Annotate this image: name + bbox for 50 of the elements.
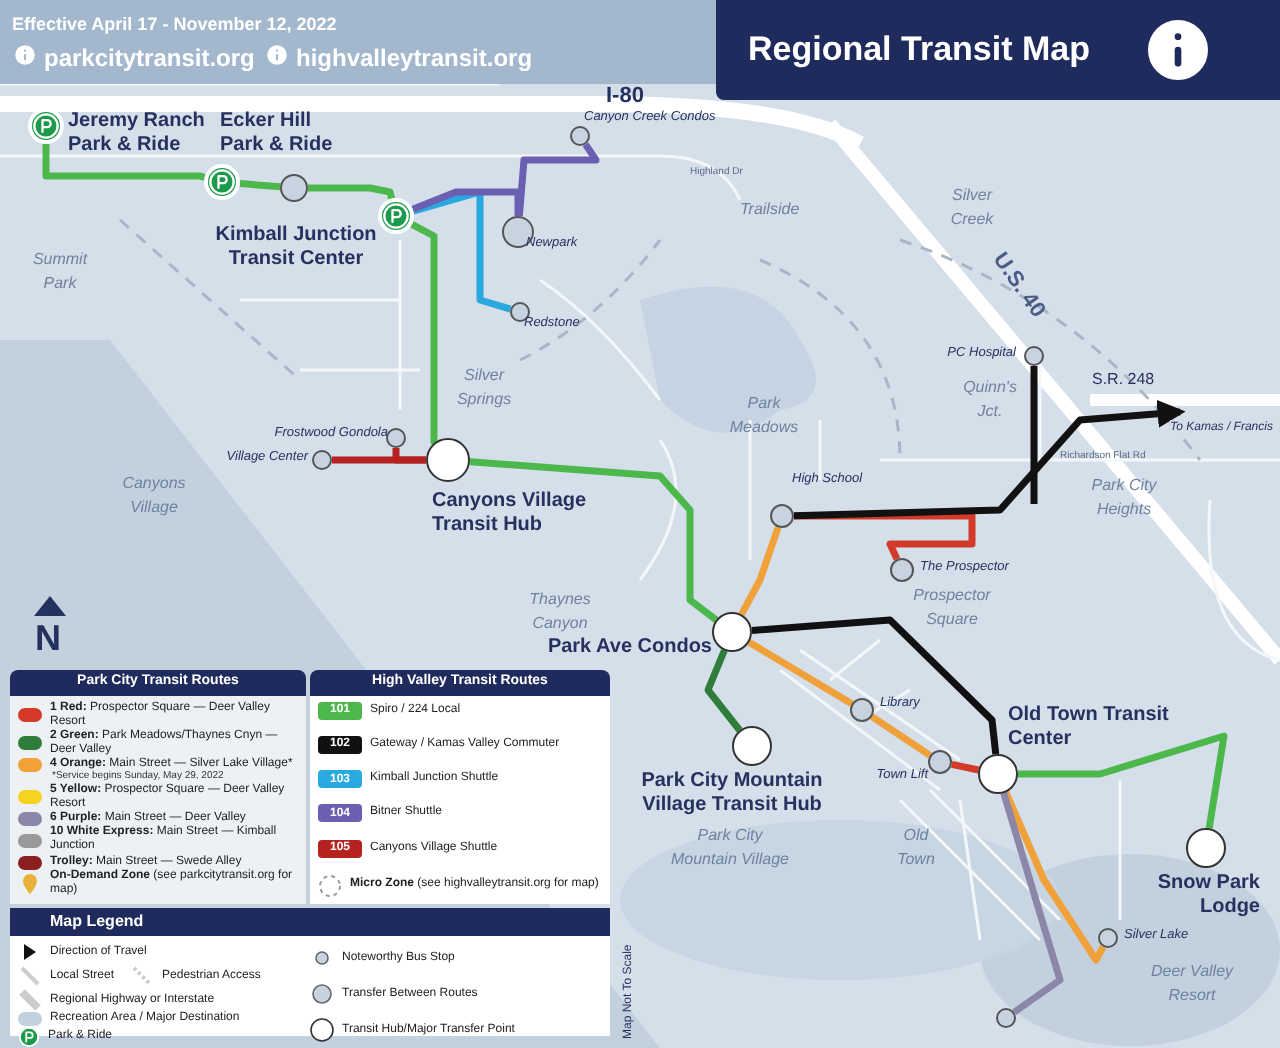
route-line <box>738 526 782 617</box>
hub-label: Kimball Junction Transit Center <box>213 224 379 272</box>
hub-label: Canyons Village Transit Hub <box>432 490 589 538</box>
map-title: Regional Transit Map <box>748 28 1090 73</box>
place-label: Park City Mountain Village <box>670 824 790 872</box>
route-line <box>704 649 743 733</box>
route-line <box>1018 732 1228 829</box>
web-address: parkcitytransit.org <box>44 42 257 76</box>
place-label: Thaynes Canyon <box>527 588 593 636</box>
route-line <box>1002 790 1107 964</box>
place-label: Prospector Square <box>911 584 993 632</box>
hub-label: Snow Park Lodge <box>1155 872 1260 920</box>
effective-date: Effective April 17 - November 12, 2022 <box>12 12 339 38</box>
route-line <box>951 761 980 774</box>
route-line <box>308 184 396 200</box>
route-line <box>411 188 522 216</box>
route-line <box>332 456 426 464</box>
place-label: Old Town <box>895 824 937 872</box>
hub-label: Jeremy Ranch Park & Ride <box>68 110 207 158</box>
route-line <box>42 144 206 181</box>
place-label: Quinn's Jct. <box>961 376 1019 424</box>
route-line <box>747 639 854 707</box>
route-line <box>1000 792 1064 1016</box>
route-line <box>412 188 512 313</box>
place-label: Silver Springs <box>454 364 514 412</box>
place-label: Silver Creek <box>948 184 996 232</box>
route-line <box>469 458 719 623</box>
place-label: Summit Park <box>30 248 90 296</box>
route-line <box>239 180 281 191</box>
place-label: I-80 <box>606 82 646 110</box>
place-label: Trailside <box>740 198 802 222</box>
place-label: S.R. 248 <box>1092 368 1157 392</box>
route-line <box>410 221 438 448</box>
route-line <box>515 142 600 217</box>
route-line <box>793 399 1186 520</box>
route-line <box>870 713 932 759</box>
web-address: highvalleytransit.org <box>296 42 535 76</box>
hub-label: Park City Mountain Village Transit Hub <box>639 770 825 818</box>
north-label: N <box>33 620 63 656</box>
hub-label: Old Town Transit Center <box>1008 704 1171 752</box>
place-label: Park City Heights <box>1089 474 1159 522</box>
route-line <box>794 512 976 561</box>
route-line <box>1030 366 1038 504</box>
place-label: Park Meadows <box>727 392 801 440</box>
hub-label: Park Ave Condos <box>545 636 712 660</box>
hub-label: Ecker Hill Park & Ride <box>220 110 335 158</box>
place-label: Deer Valley Resort <box>1148 960 1236 1008</box>
place-label: Canyons Village <box>120 472 188 520</box>
panel-heading: Map Legend <box>10 908 610 936</box>
route-line <box>751 616 1000 755</box>
